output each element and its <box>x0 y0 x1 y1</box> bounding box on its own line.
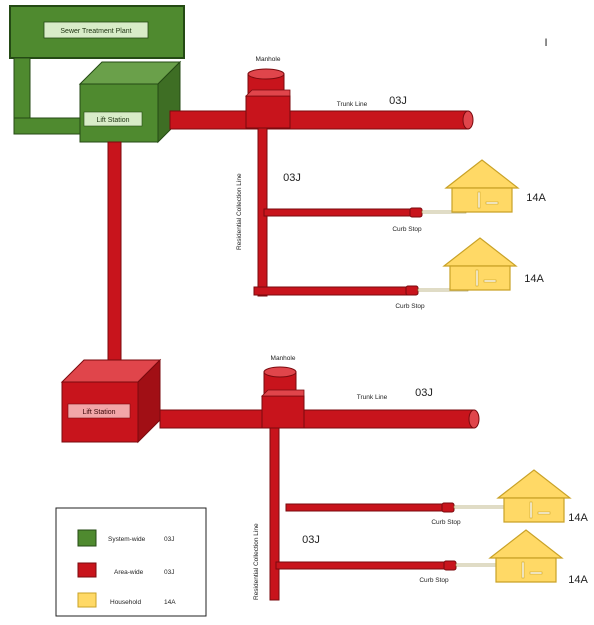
legend-label-system-wide: System-wide <box>108 536 146 543</box>
lower-curb-stop-1 <box>441 502 507 513</box>
legend-swatch-household <box>77 592 97 608</box>
connector-pipe <box>107 141 122 361</box>
lower-house-1 <box>497 469 571 523</box>
lower-lift-station-label: Lift Station <box>82 409 115 416</box>
lower-curb-stop-2 <box>443 560 505 571</box>
lower-collection-line-code: 03J <box>302 534 320 546</box>
upper-collection-line <box>253 127 415 297</box>
sewer-treatment-plant: Sewer Treatment Plant <box>9 5 185 59</box>
legend-label-household: Household <box>110 599 141 606</box>
upper-collection-line-code: 03J <box>283 172 301 184</box>
lower-house-2 <box>489 529 563 583</box>
lower-house-2-code: 14A <box>568 574 588 586</box>
legend: System-wide 03J Area-wide 03J Household … <box>55 507 207 617</box>
lower-lift-station: Lift Station <box>60 358 162 444</box>
legend-code-system-wide: 03J <box>164 536 174 543</box>
upper-manhole <box>245 68 291 129</box>
lower-manhole <box>261 366 305 429</box>
lower-curb-stop-2-label: Curb Stop <box>419 577 449 584</box>
upper-trunk-line-label: Trunk Line <box>337 101 368 108</box>
lower-manhole-label: Manhole <box>271 355 296 362</box>
lower-house-1-code: 14A <box>568 512 588 524</box>
legend-label-area-wide: Area-wide <box>114 569 144 576</box>
upper-curb-stop-1-label: Curb Stop <box>392 226 422 233</box>
upper-house-2 <box>443 237 517 291</box>
legend-code-household: 14A <box>164 599 176 606</box>
sewer-treatment-plant-label: Sewer Treatment Plant <box>60 28 131 35</box>
legend-swatch-area-wide <box>77 562 97 578</box>
upper-trunk-line-code: 03J <box>389 95 407 107</box>
plant-connection-pipe <box>13 57 85 135</box>
upper-collection-line-label: Residential Collection Line <box>236 173 243 250</box>
upper-lift-station-label: Lift Station <box>96 117 129 124</box>
lower-trunk-line-label: Trunk Line <box>357 394 388 401</box>
upper-house-1 <box>445 159 519 213</box>
upper-house-2-code: 14A <box>524 273 544 285</box>
upper-house-1-code: 14A <box>526 192 546 204</box>
lower-trunk-line <box>159 409 480 429</box>
upper-lift-station: Lift Station <box>78 60 182 144</box>
legend-swatch-system-wide <box>77 529 97 547</box>
upper-curb-stop-2-label: Curb Stop <box>395 303 425 310</box>
upper-trunk-line <box>169 110 474 130</box>
cursor-mark: I <box>544 37 547 49</box>
legend-code-area-wide: 03J <box>164 569 174 576</box>
lower-collection-line-label: Residential Collection Line <box>253 523 260 600</box>
lower-trunk-line-code: 03J <box>415 387 433 399</box>
upper-curb-stop-1 <box>409 207 467 218</box>
upper-manhole-label: Manhole <box>256 56 281 63</box>
lower-curb-stop-1-label: Curb Stop <box>431 519 461 526</box>
lower-collection-line <box>269 427 447 601</box>
